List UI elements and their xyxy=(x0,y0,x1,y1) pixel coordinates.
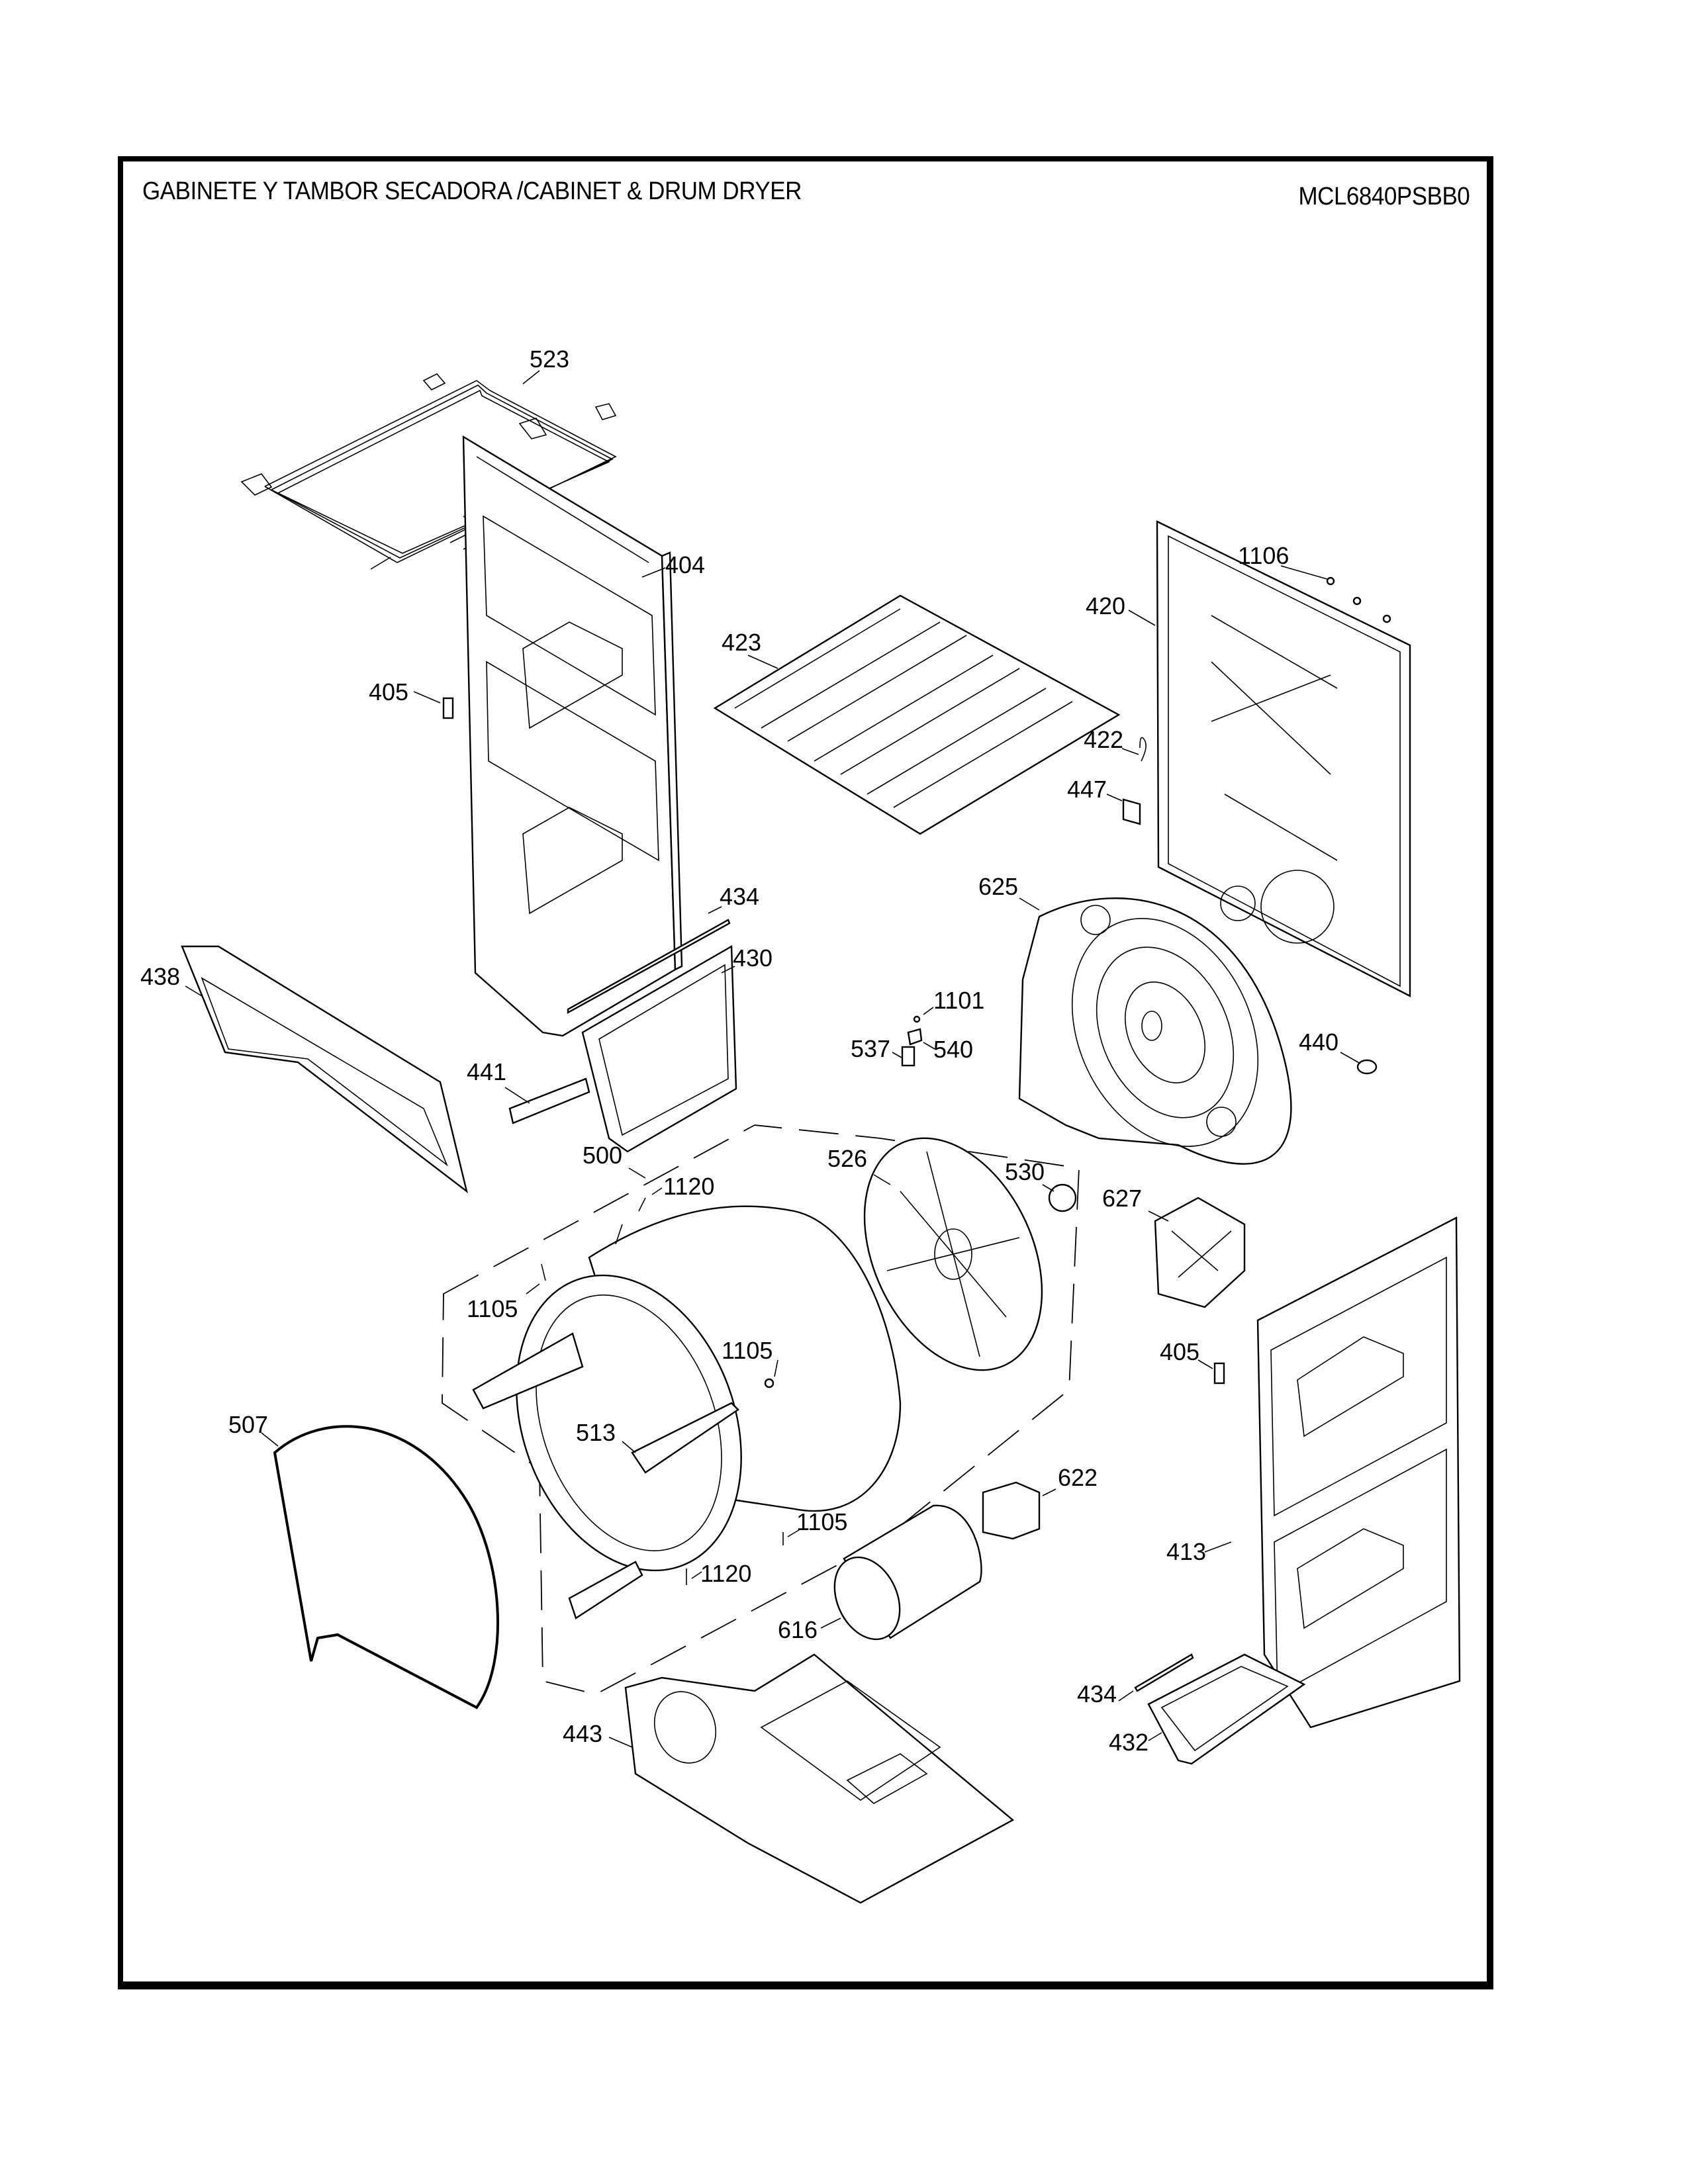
part-443-base[interactable] xyxy=(624,1653,1015,1904)
label-420: 420 xyxy=(1086,592,1125,619)
label-622: 622 xyxy=(1058,1464,1098,1491)
part-513-baffle[interactable] xyxy=(631,1402,739,1474)
label-627: 627 xyxy=(1102,1185,1142,1212)
part-622-thermal-fuse[interactable] xyxy=(982,1481,1041,1540)
part-430-front-frame-left[interactable] xyxy=(581,944,737,1153)
label-616: 616 xyxy=(778,1616,818,1643)
label-1105-left: 1105 xyxy=(467,1295,518,1322)
label-530: 530 xyxy=(1005,1158,1045,1185)
part-404-side-panel-left[interactable] xyxy=(462,435,683,1037)
part-432-front-frame-right[interactable] xyxy=(1147,1653,1306,1765)
page-title: GABINETE Y TAMBOR SECADORA /CABINET & DR… xyxy=(142,177,802,205)
part-434-strip-left[interactable] xyxy=(567,919,731,1015)
part-616-heater[interactable] xyxy=(822,1504,982,1650)
label-423: 423 xyxy=(722,629,761,656)
part-530-bearing[interactable] xyxy=(1048,1183,1077,1212)
part-1105-screw-middle[interactable] xyxy=(764,1378,774,1388)
label-443: 443 xyxy=(563,1720,602,1747)
label-432: 432 xyxy=(1109,1729,1149,1756)
label-1120-top: 1120 xyxy=(663,1173,714,1200)
part-438-front-panel[interactable] xyxy=(181,945,468,1194)
part-405-clip-right[interactable] xyxy=(1213,1362,1225,1385)
label-1105-middle: 1105 xyxy=(722,1337,773,1364)
label-500: 500 xyxy=(583,1142,622,1169)
part-500-drum[interactable] xyxy=(472,1205,902,1619)
part-526-drum-back-screen[interactable] xyxy=(829,1110,1077,1399)
part-537-thermostat[interactable] xyxy=(901,1046,915,1067)
label-413: 413 xyxy=(1166,1538,1206,1565)
page-frame xyxy=(118,156,1493,1989)
label-438: 438 xyxy=(140,963,180,990)
part-413-side-panel-right[interactable] xyxy=(1256,1216,1461,1729)
part-625-rear-bulkhead[interactable] xyxy=(1018,888,1293,1177)
label-422: 422 xyxy=(1084,726,1123,753)
label-537: 537 xyxy=(851,1035,890,1062)
part-627-heater-box[interactable] xyxy=(1154,1197,1246,1308)
part-1101-screw[interactable] xyxy=(913,1015,921,1023)
label-625: 625 xyxy=(978,873,1018,900)
part-441-bracket[interactable] xyxy=(508,1077,590,1124)
label-434-left: 434 xyxy=(720,883,759,910)
part-420-rear-panel[interactable] xyxy=(1156,520,1411,997)
part-447-bracket[interactable] xyxy=(1122,798,1141,825)
label-1101: 1101 xyxy=(933,987,984,1014)
part-423-top-panel[interactable] xyxy=(713,594,1121,835)
part-507-drum-seal[interactable] xyxy=(273,1425,499,1709)
label-441: 441 xyxy=(467,1058,506,1085)
label-447: 447 xyxy=(1067,776,1107,803)
label-404: 404 xyxy=(665,551,705,578)
part-440-plug[interactable] xyxy=(1356,1059,1378,1075)
model-number: MCL6840PSBB0 xyxy=(1298,183,1470,210)
label-1120-lower: 1120 xyxy=(700,1560,751,1587)
part-1106-screws[interactable] xyxy=(1326,576,1391,623)
part-523-wire-harness[interactable] xyxy=(240,373,617,570)
label-405-left: 405 xyxy=(369,678,408,705)
part-1105-screw-left[interactable] xyxy=(541,1263,546,1281)
part-434-strip-right[interactable] xyxy=(1134,1653,1194,1692)
label-513: 513 xyxy=(576,1419,616,1446)
part-422-clip[interactable] xyxy=(1139,737,1147,762)
label-1105-lower: 1105 xyxy=(796,1508,847,1535)
label-507: 507 xyxy=(228,1411,268,1438)
label-434-right: 434 xyxy=(1077,1680,1117,1707)
label-526: 526 xyxy=(827,1145,867,1172)
label-440: 440 xyxy=(1299,1028,1338,1056)
part-405-clip-left[interactable] xyxy=(442,697,454,719)
label-430: 430 xyxy=(733,944,773,972)
part-1120-screws-top[interactable] xyxy=(615,1197,646,1245)
part-540-bracket[interactable] xyxy=(907,1028,923,1046)
label-523: 523 xyxy=(530,345,569,373)
label-405-right: 405 xyxy=(1160,1338,1199,1365)
label-1106: 1106 xyxy=(1238,542,1289,569)
label-540: 540 xyxy=(933,1036,973,1063)
